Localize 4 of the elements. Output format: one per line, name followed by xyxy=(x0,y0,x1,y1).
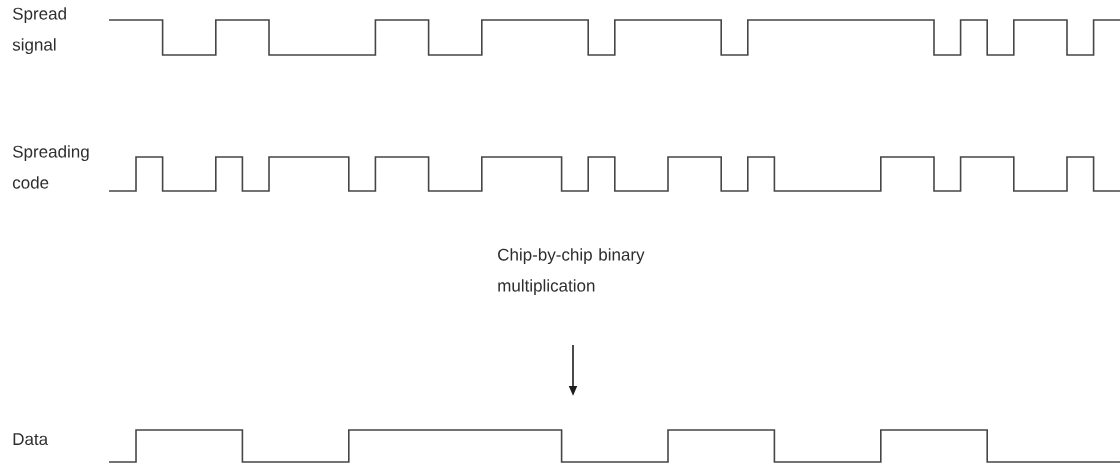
row-label: Spread signal xyxy=(12,7,66,55)
annotation-text: Chip-by-chip binary multiplication xyxy=(498,248,645,296)
row-label: Data xyxy=(13,433,49,446)
row-label: Spreading code xyxy=(12,145,89,189)
